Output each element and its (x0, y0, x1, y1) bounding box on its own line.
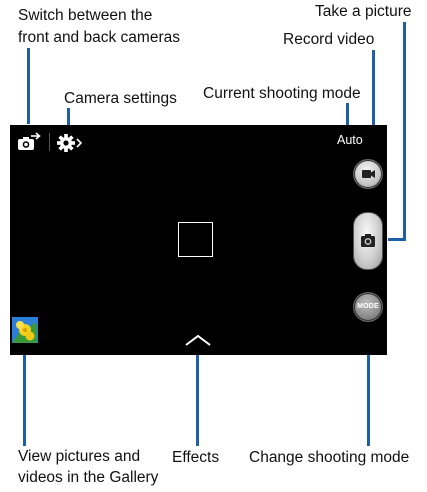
change-shooting-mode-label: Change shooting mode (249, 449, 410, 466)
current-mode-callout-line (346, 103, 349, 128)
camera-settings-callout-line (67, 108, 70, 130)
change-shooting-mode-button[interactable]: MODE (353, 292, 383, 322)
take-picture-label: Take a picture (315, 3, 412, 20)
switch-camera-label-line1: Switch between the (18, 7, 153, 24)
record-video-label: Record video (283, 31, 375, 48)
take-picture-callout-line-horizontal (388, 238, 406, 241)
current-shooting-mode-label: Current shooting mode (203, 85, 361, 102)
record-video-callout-line (372, 50, 375, 145)
camera-viewfinder[interactable] (10, 125, 387, 355)
record-video-button[interactable] (353, 159, 383, 189)
switch-camera-callout-line (27, 48, 30, 124)
current-shooting-mode-value: Auto (337, 133, 363, 147)
gallery-label-line1: View pictures and (18, 448, 141, 465)
gallery-thumbnail[interactable] (12, 317, 38, 343)
switch-camera-icon[interactable] (16, 131, 42, 153)
gallery-label-line2: videos in the Gallery (18, 469, 159, 486)
effects-callout-line (196, 345, 199, 446)
toolbar-divider (49, 133, 50, 151)
switch-camera-label-line2: front and back cameras (18, 29, 180, 46)
gear-icon[interactable] (56, 132, 86, 154)
focus-frame (178, 222, 213, 257)
camera-settings-label: Camera settings (64, 90, 177, 107)
camera-icon (361, 234, 375, 247)
chevron-up-icon[interactable] (184, 333, 212, 347)
take-picture-button[interactable] (353, 212, 383, 270)
take-picture-callout-line-vertical (403, 22, 406, 241)
gallery-callout-line (23, 346, 26, 446)
video-camera-icon (362, 170, 375, 178)
effects-label: Effects (172, 449, 220, 466)
mode-button-label: MODE (357, 303, 379, 310)
change-mode-callout-line (367, 323, 370, 446)
